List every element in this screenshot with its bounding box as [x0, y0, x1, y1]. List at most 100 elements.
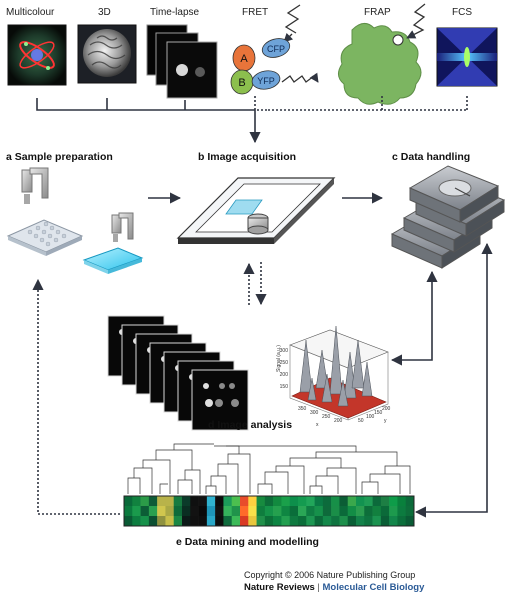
heatmap-cell — [289, 496, 299, 507]
heatmap-cell — [397, 516, 407, 527]
heatmap-cell — [240, 496, 249, 507]
heatmap — [123, 495, 415, 527]
plot-x-label: x — [316, 422, 319, 428]
technique-time-lapse: Time-lapse — [150, 7, 200, 18]
heatmap-cell — [356, 516, 365, 527]
step-c-label: Data handling — [400, 151, 471, 163]
plot-x-tick-2: 250 — [322, 414, 331, 420]
heatmap-cell — [231, 506, 241, 517]
heatmap-border — [123, 495, 415, 527]
heatmap-cell — [298, 496, 307, 507]
plot-x-tick-0: 350 — [298, 406, 307, 412]
heatmap-cell — [215, 496, 224, 507]
heatmap-cell — [173, 506, 183, 517]
copyright-line: Copyright © 2006 Nature Publishing Group — [244, 570, 416, 580]
plot-y-tick-3: 200 — [382, 406, 391, 412]
plot-z-tick-1: 250 — [280, 360, 289, 366]
technique-multicolour: Multicolour — [6, 7, 55, 18]
heatmap-cell — [364, 496, 373, 507]
step-a-title: a Sample preparation — [6, 151, 113, 163]
multicolour-panel — [7, 24, 67, 86]
fcs-panel — [436, 27, 498, 87]
heatmap-cell — [198, 516, 208, 527]
heatmap-cell — [339, 516, 349, 527]
heatmap-cell — [165, 506, 175, 517]
technique-frap: FRAP — [364, 7, 391, 18]
heatmap-cell — [356, 506, 365, 517]
heatmap-cell — [240, 516, 249, 527]
cell-nucleus — [231, 399, 239, 407]
heatmap-cell — [314, 506, 324, 517]
heatmap-cell — [281, 516, 291, 527]
heatmap-cell — [256, 516, 266, 527]
step-c-title: c Data handling — [392, 151, 470, 163]
plot-z-label: Signal (a.u.) — [276, 345, 282, 372]
heatmap-cell — [165, 516, 175, 527]
plot-y-tick-0: 50 — [358, 418, 364, 424]
heatmap-cell — [157, 516, 166, 527]
heatmap-cell — [173, 496, 183, 507]
heatmap-cell — [157, 496, 166, 507]
heatmap-cell — [248, 516, 257, 527]
heatmap-cell — [173, 516, 183, 527]
heatmap-cell — [281, 506, 291, 517]
heatmap-cell — [405, 506, 415, 517]
sample-prep-illustration — [6, 167, 144, 274]
heatmap-cell — [364, 516, 373, 527]
heatmap-cell — [223, 506, 233, 517]
plot-y-tick-2: 150 — [374, 410, 383, 416]
step-d-title: d Image analysis — [208, 419, 292, 431]
top-connector — [36, 96, 468, 144]
frap-cell — [338, 3, 426, 105]
plot-x-tick-3: 200 — [334, 418, 343, 424]
heatmap-cell — [256, 506, 266, 517]
heatmap-cell — [331, 516, 340, 527]
plot-z-tick-0: 300 — [280, 348, 289, 354]
heatmap-cell — [389, 496, 398, 507]
fret-diagram: A B CFP YFP — [230, 4, 319, 95]
cell-nucleus — [203, 383, 209, 389]
plot-y-label: y — [384, 418, 387, 424]
cell-nucleus — [205, 399, 213, 407]
plot-x-tick-1: 300 — [310, 410, 319, 416]
surface-plot: 300 250 200 150 350 300 250 200 50 100 1… — [276, 325, 391, 428]
heatmap-cell — [248, 496, 257, 507]
heatmap-cell — [157, 506, 166, 517]
heatmap-cell — [372, 516, 382, 527]
step-e-title: e Data mining and modelling — [176, 536, 319, 548]
heatmap-cell — [223, 496, 233, 507]
heatmap-cell — [206, 506, 216, 517]
cell-nucleus — [215, 399, 223, 407]
heatmap-cell — [140, 506, 150, 517]
heatmap-cell — [198, 506, 208, 517]
heatmap-cell — [190, 516, 199, 527]
heatmap-cell — [215, 516, 224, 527]
heatmap-cell — [148, 516, 158, 527]
step-a-letter: a — [6, 151, 12, 163]
3d-panel — [77, 24, 137, 84]
heatmap-cell — [405, 516, 415, 527]
heatmap-cell — [405, 496, 415, 507]
heatmap-cell — [347, 506, 357, 517]
heatmap-cell — [264, 516, 274, 527]
step-c-letter: c — [392, 151, 398, 163]
heatmap-cell — [124, 496, 133, 507]
heatmap-cell — [264, 496, 274, 507]
dendrogram — [127, 443, 411, 494]
heatmap-cell — [372, 496, 382, 507]
heatmap-cell — [256, 496, 266, 507]
heatmap-cell — [182, 516, 191, 527]
heatmap-cell — [273, 496, 282, 507]
step-b-label: Image acquisition — [207, 151, 297, 163]
step-b-letter: b — [198, 151, 205, 163]
heatmap-cell — [289, 506, 299, 517]
plot-y-tick-1: 100 — [366, 414, 375, 420]
heatmap-cell — [206, 496, 216, 507]
heatmap-cell — [347, 516, 357, 527]
heatmap-cell — [198, 496, 208, 507]
heatmap-cell — [190, 496, 199, 507]
heatmap-cell — [124, 506, 133, 517]
heatmap-cell — [372, 506, 382, 517]
step-b-title: b Image acquisition — [198, 151, 296, 163]
